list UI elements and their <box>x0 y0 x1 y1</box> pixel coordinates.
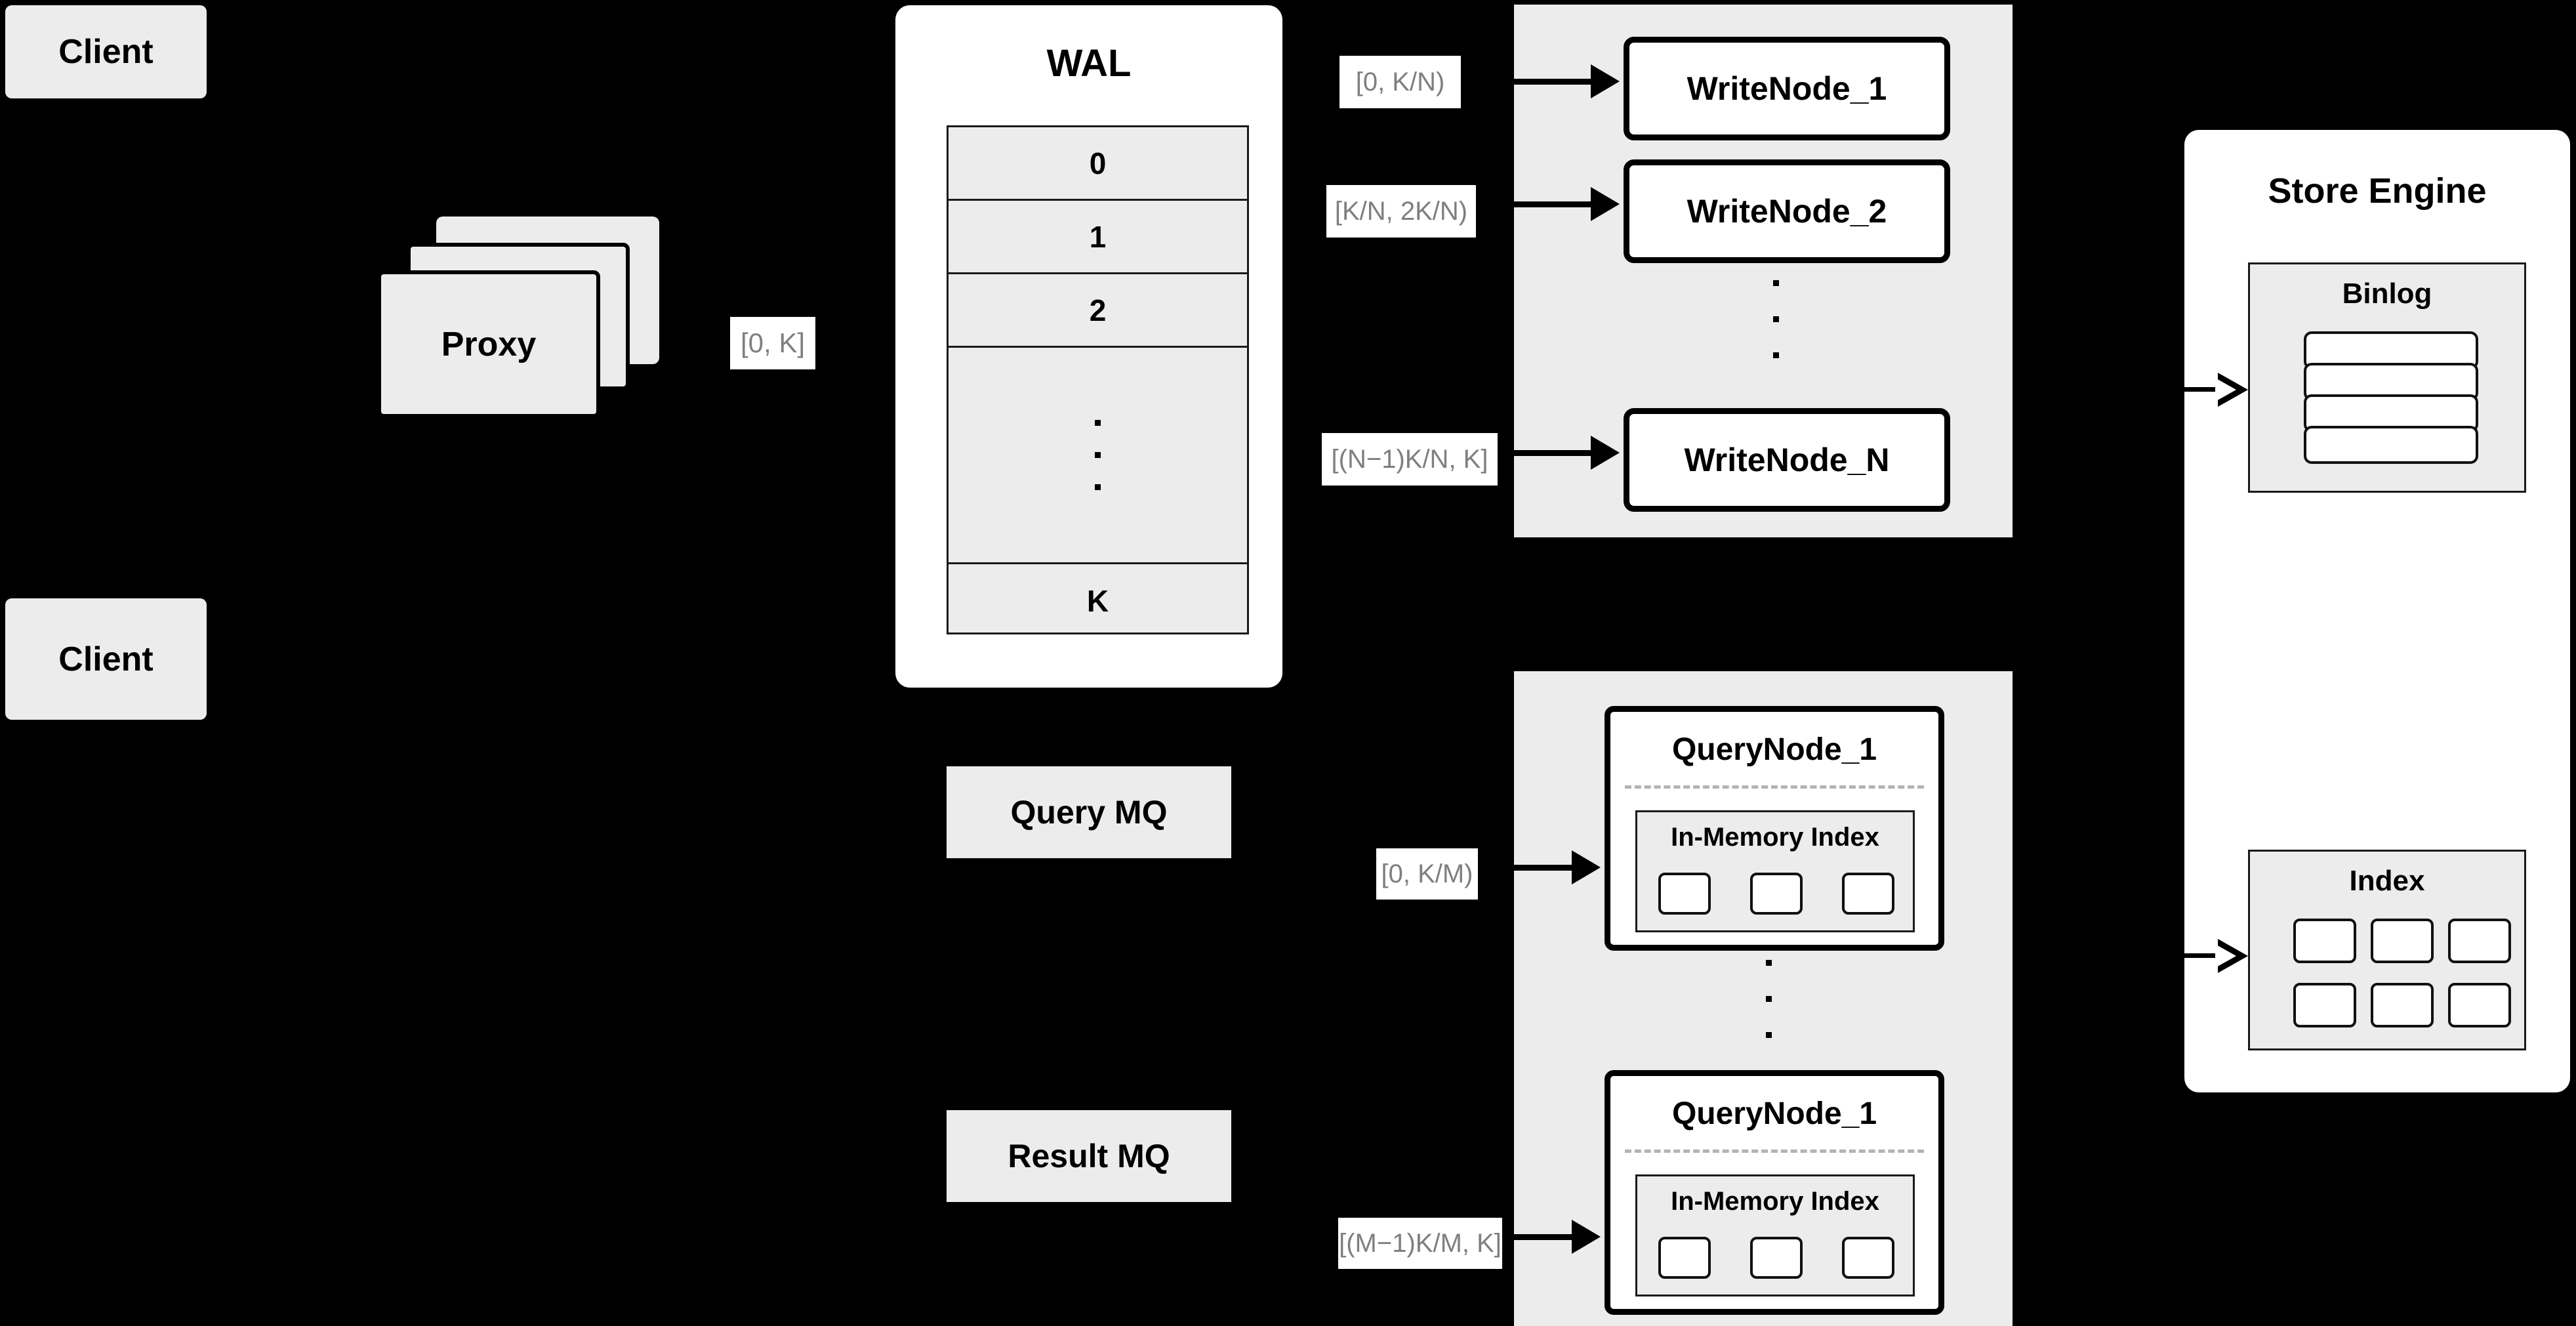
tag-writenode-n-text: [(N−1)K/N, K] <box>1331 444 1488 474</box>
query-node-1-title: QueryNode_1 <box>1671 732 1877 767</box>
store-engine-panel: Store Engine Binlog Index <box>2184 130 2570 1092</box>
client-label-1: Client <box>58 33 153 71</box>
wal-row[interactable]: 0 <box>949 127 1247 201</box>
index-cell[interactable] <box>2293 983 2356 1027</box>
write-node-1[interactable]: WriteNode_1 <box>1624 37 1950 140</box>
tag-querynode-m: [(M−1)K/M, K] <box>1338 1218 1502 1269</box>
index-cell[interactable] <box>2371 919 2434 963</box>
index-cell[interactable] <box>1658 1237 1711 1279</box>
query-node-1-inmemory-index: In-Memory Index <box>1635 810 1915 932</box>
index-cell[interactable] <box>1750 1237 1803 1279</box>
index-cell[interactable] <box>2448 983 2511 1027</box>
wal-row[interactable]: 1 <box>949 201 1247 274</box>
client-box-2[interactable]: Client <box>5 598 207 720</box>
tag-querynode-m-text: [(M−1)K/M, K] <box>1339 1228 1502 1258</box>
write-node-1-label: WriteNode_1 <box>1687 70 1887 107</box>
arrow-head-writenode-1 <box>1591 64 1620 98</box>
arrow-head-store-index <box>2215 939 2248 973</box>
wal-row-ellipsis <box>949 348 1247 564</box>
query-node-ellipsis <box>1766 960 1772 1038</box>
arrow-head-writenode-n <box>1591 436 1620 470</box>
query-node-m-divider <box>1625 1150 1924 1153</box>
index-cell[interactable] <box>2293 919 2356 963</box>
wal-panel: WAL 0 1 2 K <box>895 5 1282 688</box>
index-cell[interactable] <box>1842 873 1894 915</box>
query-mq-label: Query MQ <box>1010 794 1168 831</box>
tag-writenode-2: [K/N, 2K/N) <box>1326 185 1476 238</box>
proxy-label: Proxy <box>441 325 537 363</box>
index-cell[interactable] <box>1842 1237 1894 1279</box>
arrow-head-querynode-1 <box>1572 850 1601 884</box>
wal-title: WAL <box>1046 42 1132 85</box>
tag-querynode-1: [0, K/M) <box>1376 848 1478 900</box>
query-node-m-inmemory-index: In-Memory Index <box>1635 1174 1915 1296</box>
query-node-m-index-title: In-Memory Index <box>1671 1187 1879 1216</box>
tag-writenode-n: [(N−1)K/N, K] <box>1322 433 1498 486</box>
index-title: Index <box>2349 865 2425 897</box>
index-cell[interactable] <box>1750 873 1803 915</box>
binlog-title: Binlog <box>2342 278 2432 310</box>
query-node-group: QueryNode_1 In-Memory Index QueryNode_1 … <box>1514 671 2013 1326</box>
arrow-line-querynode-m <box>1502 1234 1576 1240</box>
binlog-bar[interactable] <box>2304 426 2478 464</box>
result-mq-box[interactable]: Result MQ <box>947 1110 1231 1202</box>
arrow-head-store-binlog <box>2215 373 2248 407</box>
write-node-n-label: WriteNode_N <box>1684 442 1890 478</box>
arrow-line-writenode-1 <box>1469 79 1594 85</box>
query-mq-box[interactable]: Query MQ <box>947 766 1231 858</box>
tag-querynode-1-text: [0, K/M) <box>1381 859 1473 888</box>
arrow-line-writenode-2 <box>1476 201 1594 207</box>
index-cell[interactable] <box>2371 983 2434 1027</box>
wal-table: 0 1 2 K <box>947 125 1249 634</box>
query-node-m[interactable]: QueryNode_1 In-Memory Index <box>1605 1070 1944 1315</box>
tag-writenode-1: [0, K/N) <box>1339 56 1461 108</box>
binlog-box: Binlog <box>2248 262 2526 493</box>
store-engine-title: Store Engine <box>2268 171 2487 211</box>
query-node-1-index-title: In-Memory Index <box>1671 823 1879 852</box>
arrow-line-querynode-1 <box>1478 865 1575 871</box>
write-node-2-label: WriteNode_2 <box>1687 193 1887 230</box>
query-node-m-title: QueryNode_1 <box>1671 1096 1877 1131</box>
tag-writenode-1-text: [0, K/N) <box>1355 67 1445 96</box>
wal-row[interactable]: K <box>949 564 1247 638</box>
tag-proxy-to-wal: [0, K] <box>730 317 815 369</box>
write-node-ellipsis <box>1773 280 1779 358</box>
result-mq-label: Result MQ <box>1008 1138 1170 1174</box>
client-box-1[interactable]: Client <box>5 5 207 98</box>
wal-row-label: K <box>1086 584 1109 618</box>
arrow-line-writenode-n <box>1498 450 1595 456</box>
index-box: Index <box>2248 850 2526 1050</box>
arrow-head-querynode-m <box>1572 1220 1601 1254</box>
arrow-line-store-index <box>2184 953 2218 958</box>
query-node-1-divider <box>1625 785 1924 789</box>
write-node-2[interactable]: WriteNode_2 <box>1624 159 1950 263</box>
client-label-2: Client <box>58 640 153 678</box>
index-cell[interactable] <box>2448 919 2511 963</box>
wal-row[interactable]: 2 <box>949 274 1247 348</box>
proxy-box[interactable]: Proxy <box>377 270 600 418</box>
wal-row-label: 1 <box>1089 219 1107 254</box>
query-node-1[interactable]: QueryNode_1 In-Memory Index <box>1605 706 1944 951</box>
index-cell[interactable] <box>1658 873 1711 915</box>
wal-row-label: 0 <box>1089 146 1107 180</box>
tag-writenode-2-text: [K/N, 2K/N) <box>1334 196 1468 226</box>
tag-proxy-to-wal-text: [0, K] <box>740 327 806 358</box>
proxy-stack[interactable]: Proxy <box>377 217 685 440</box>
wal-row-label: 2 <box>1089 293 1107 327</box>
arrow-head-writenode-2 <box>1591 187 1620 221</box>
write-node-n[interactable]: WriteNode_N <box>1624 408 1950 512</box>
arrow-line-store-binlog <box>2184 387 2218 392</box>
write-node-group: WriteNode_1 WriteNode_2 WriteNode_N <box>1514 5 2013 537</box>
